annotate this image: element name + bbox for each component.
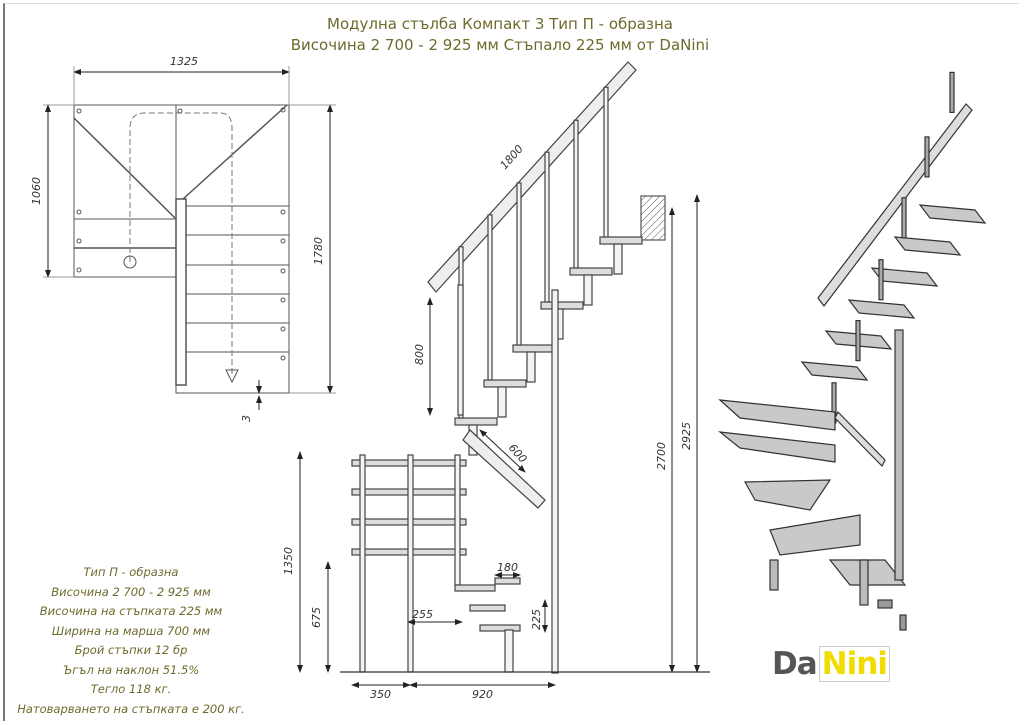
walk-start-circle xyxy=(123,255,137,269)
step-support xyxy=(583,274,593,306)
iso-baluster xyxy=(855,320,861,362)
iso-baluster xyxy=(878,259,884,301)
iso-tread xyxy=(893,236,962,256)
drawing-title: Модулна стълба Компакт 3 Тип П - образна… xyxy=(270,14,730,56)
support-column xyxy=(551,289,559,674)
side-elevation xyxy=(297,61,710,688)
bolt-holes xyxy=(76,107,286,361)
elevation-tread xyxy=(540,301,584,310)
logo-nini: Nini xyxy=(818,646,890,682)
iso-baluster xyxy=(949,71,955,114)
baluster xyxy=(516,182,522,346)
title-line-1: Модулна стълба Компакт 3 Тип П - образна xyxy=(327,15,673,33)
logo-da: Da xyxy=(772,646,818,682)
danini-logo: Da Nini xyxy=(772,645,890,683)
elevation-tread xyxy=(599,236,643,245)
baluster xyxy=(544,151,550,303)
spec-type: Тип П - образна xyxy=(83,565,179,579)
drawing-frame xyxy=(3,3,1019,721)
wall-section xyxy=(640,195,666,241)
isometric-view xyxy=(718,71,987,631)
dim-1800: 1800 xyxy=(498,143,526,173)
dim-1325: 1325 xyxy=(170,55,198,68)
iso-winder-tread xyxy=(718,399,836,431)
rail-post xyxy=(457,284,464,416)
iso-handrail xyxy=(817,103,973,307)
dim-1350: 1350 xyxy=(282,547,295,575)
plan-handrail xyxy=(175,198,187,386)
dim-255: 255 xyxy=(412,608,433,621)
dim-2925: 2925 xyxy=(680,422,693,450)
upper-handrail xyxy=(427,61,637,293)
dim-3: 3 xyxy=(240,415,253,422)
baluster xyxy=(487,214,493,381)
dim-1060: 1060 xyxy=(30,177,43,205)
upper-flight-treads xyxy=(454,86,643,456)
winder-steps xyxy=(454,577,521,673)
dim-225: 225 xyxy=(530,609,543,630)
title-line-2: Височина 2 700 - 2 925 мм Стъпало 225 мм… xyxy=(290,36,710,54)
lower-platforms xyxy=(351,454,467,673)
spec-width: Ширина на марша 700 мм xyxy=(51,623,211,638)
iso-tread xyxy=(800,361,869,381)
dim-675: 675 xyxy=(310,607,323,628)
spec-angle: Ъгъл на наклон 51.5% xyxy=(62,662,200,677)
walk-line xyxy=(129,112,233,375)
iso-baluster xyxy=(901,197,907,239)
plan-view xyxy=(43,66,336,410)
elevation-tread xyxy=(483,379,527,388)
iso-tread xyxy=(918,204,987,224)
spec-height: Височина 2 700 - 2 925 мм xyxy=(51,584,211,599)
plan-landing xyxy=(73,104,177,278)
spec-load: Натоварването на стъпката е 200 кг. xyxy=(17,701,245,716)
dim-350: 350 xyxy=(370,688,391,701)
iso-baluster xyxy=(924,136,930,178)
iso-winder-tread xyxy=(743,479,832,511)
lower-handrail xyxy=(462,429,546,509)
iso-winder-tread xyxy=(718,431,836,463)
walk-direction-arrow xyxy=(225,369,239,384)
spec-step-height: Височина на стъпката 225 мм xyxy=(39,604,223,618)
step-support xyxy=(526,351,536,383)
dim-800: 800 xyxy=(413,344,426,365)
dim-2700: 2700 xyxy=(655,442,668,470)
iso-column xyxy=(894,329,904,581)
elevation-tread xyxy=(454,417,498,426)
spec-weight: Тегло 118 кг. xyxy=(90,682,172,696)
step-support xyxy=(497,386,507,418)
elevation-tread xyxy=(569,267,613,276)
baluster xyxy=(573,119,579,269)
dim-1780: 1780 xyxy=(312,237,325,265)
iso-lower-handrail xyxy=(834,410,886,468)
dim-600: 600 xyxy=(506,441,530,465)
iso-treads xyxy=(718,71,987,586)
elevation-tread xyxy=(512,344,556,353)
specifications: Тип П - образна Височина 2 700 - 2 925 м… xyxy=(6,563,256,719)
iso-winder-tread xyxy=(769,514,861,556)
spec-step-count: Брой стъпки 12 бр xyxy=(74,643,188,657)
plan-treads xyxy=(186,205,289,353)
baluster xyxy=(603,86,609,238)
iso-tread xyxy=(847,299,916,319)
dim-180: 180 xyxy=(497,561,518,574)
dim-920: 920 xyxy=(472,688,493,701)
step-support xyxy=(613,243,623,275)
